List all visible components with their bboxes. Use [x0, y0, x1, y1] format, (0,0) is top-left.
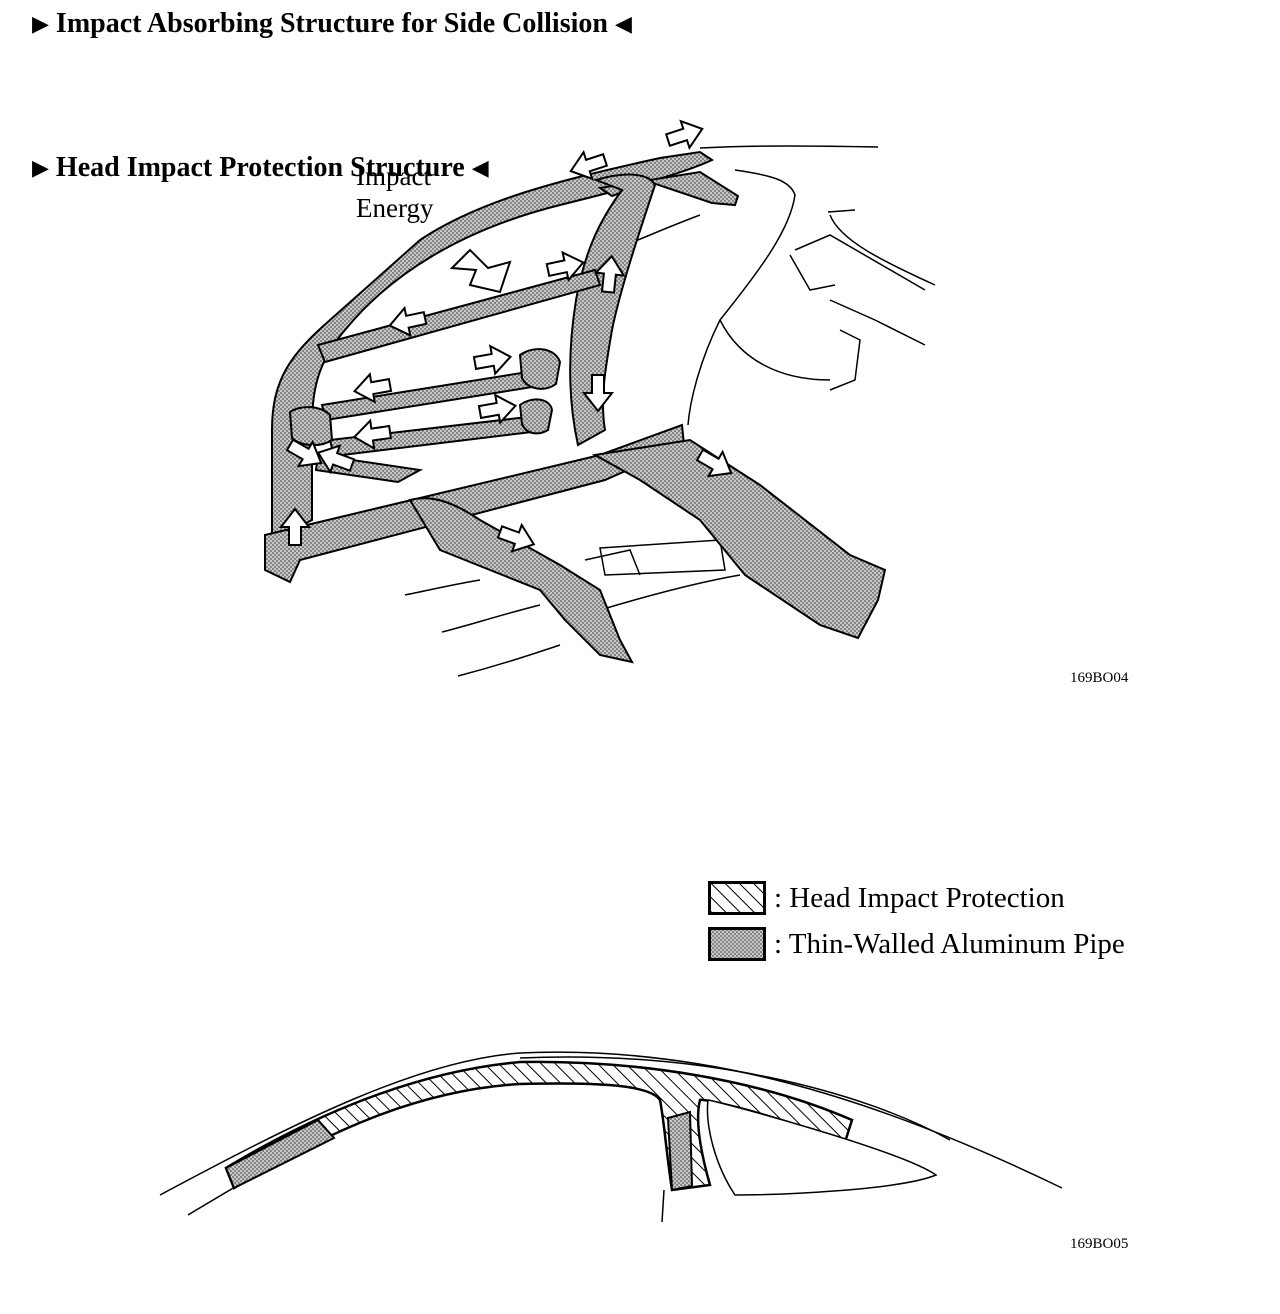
window-opening [706, 1099, 938, 1196]
door-impact-bar-1 [320, 368, 547, 422]
legend-item-head-impact: : Head Impact Protection [708, 875, 1125, 921]
door-beam-upper [316, 268, 602, 364]
aluminum-pipe-front [224, 1118, 336, 1190]
b-pillar [569, 173, 657, 447]
rear-side-member [591, 438, 887, 640]
impact-energy-label: Impact Energy [356, 161, 434, 223]
floor-cross-member [408, 497, 634, 664]
legend-item-aluminum-pipe: : Thin-Walled Aluminum Pipe [708, 921, 1125, 967]
left-triangle-icon: ◀ [471, 154, 489, 180]
roof-section-diagram [159, 1051, 1063, 1223]
dotted-swatch-icon [708, 927, 766, 961]
heading-side-collision: ▶ Impact Absorbing Structure for Side Co… [32, 8, 632, 40]
right-triangle-icon: ▶ [32, 154, 49, 180]
body-frame-diagram [264, 114, 936, 677]
right-triangle-icon: ▶ [32, 10, 49, 36]
rocker-sill [264, 423, 686, 584]
legend: : Head Impact Protection : Thin-Walled A… [708, 875, 1125, 967]
heading-head-impact: ▶ Head Impact Protection Structure ◀ [32, 152, 489, 184]
figure-code-2: 169BO05 [1070, 1236, 1129, 1252]
hatched-swatch-icon [708, 881, 766, 915]
heading-side-collision-text: Impact Absorbing Structure for Side Coll… [55, 8, 608, 39]
aluminum-pipe-pillar [666, 1110, 694, 1192]
impact-arrow-icon [449, 248, 512, 294]
head-impact-protection [224, 1060, 854, 1192]
body-outline [404, 145, 936, 677]
heading-head-impact-text: Head Impact Protection Structure [55, 152, 465, 183]
figure-code-1: 169BO04 [1070, 670, 1129, 686]
left-triangle-icon: ◀ [614, 10, 632, 36]
